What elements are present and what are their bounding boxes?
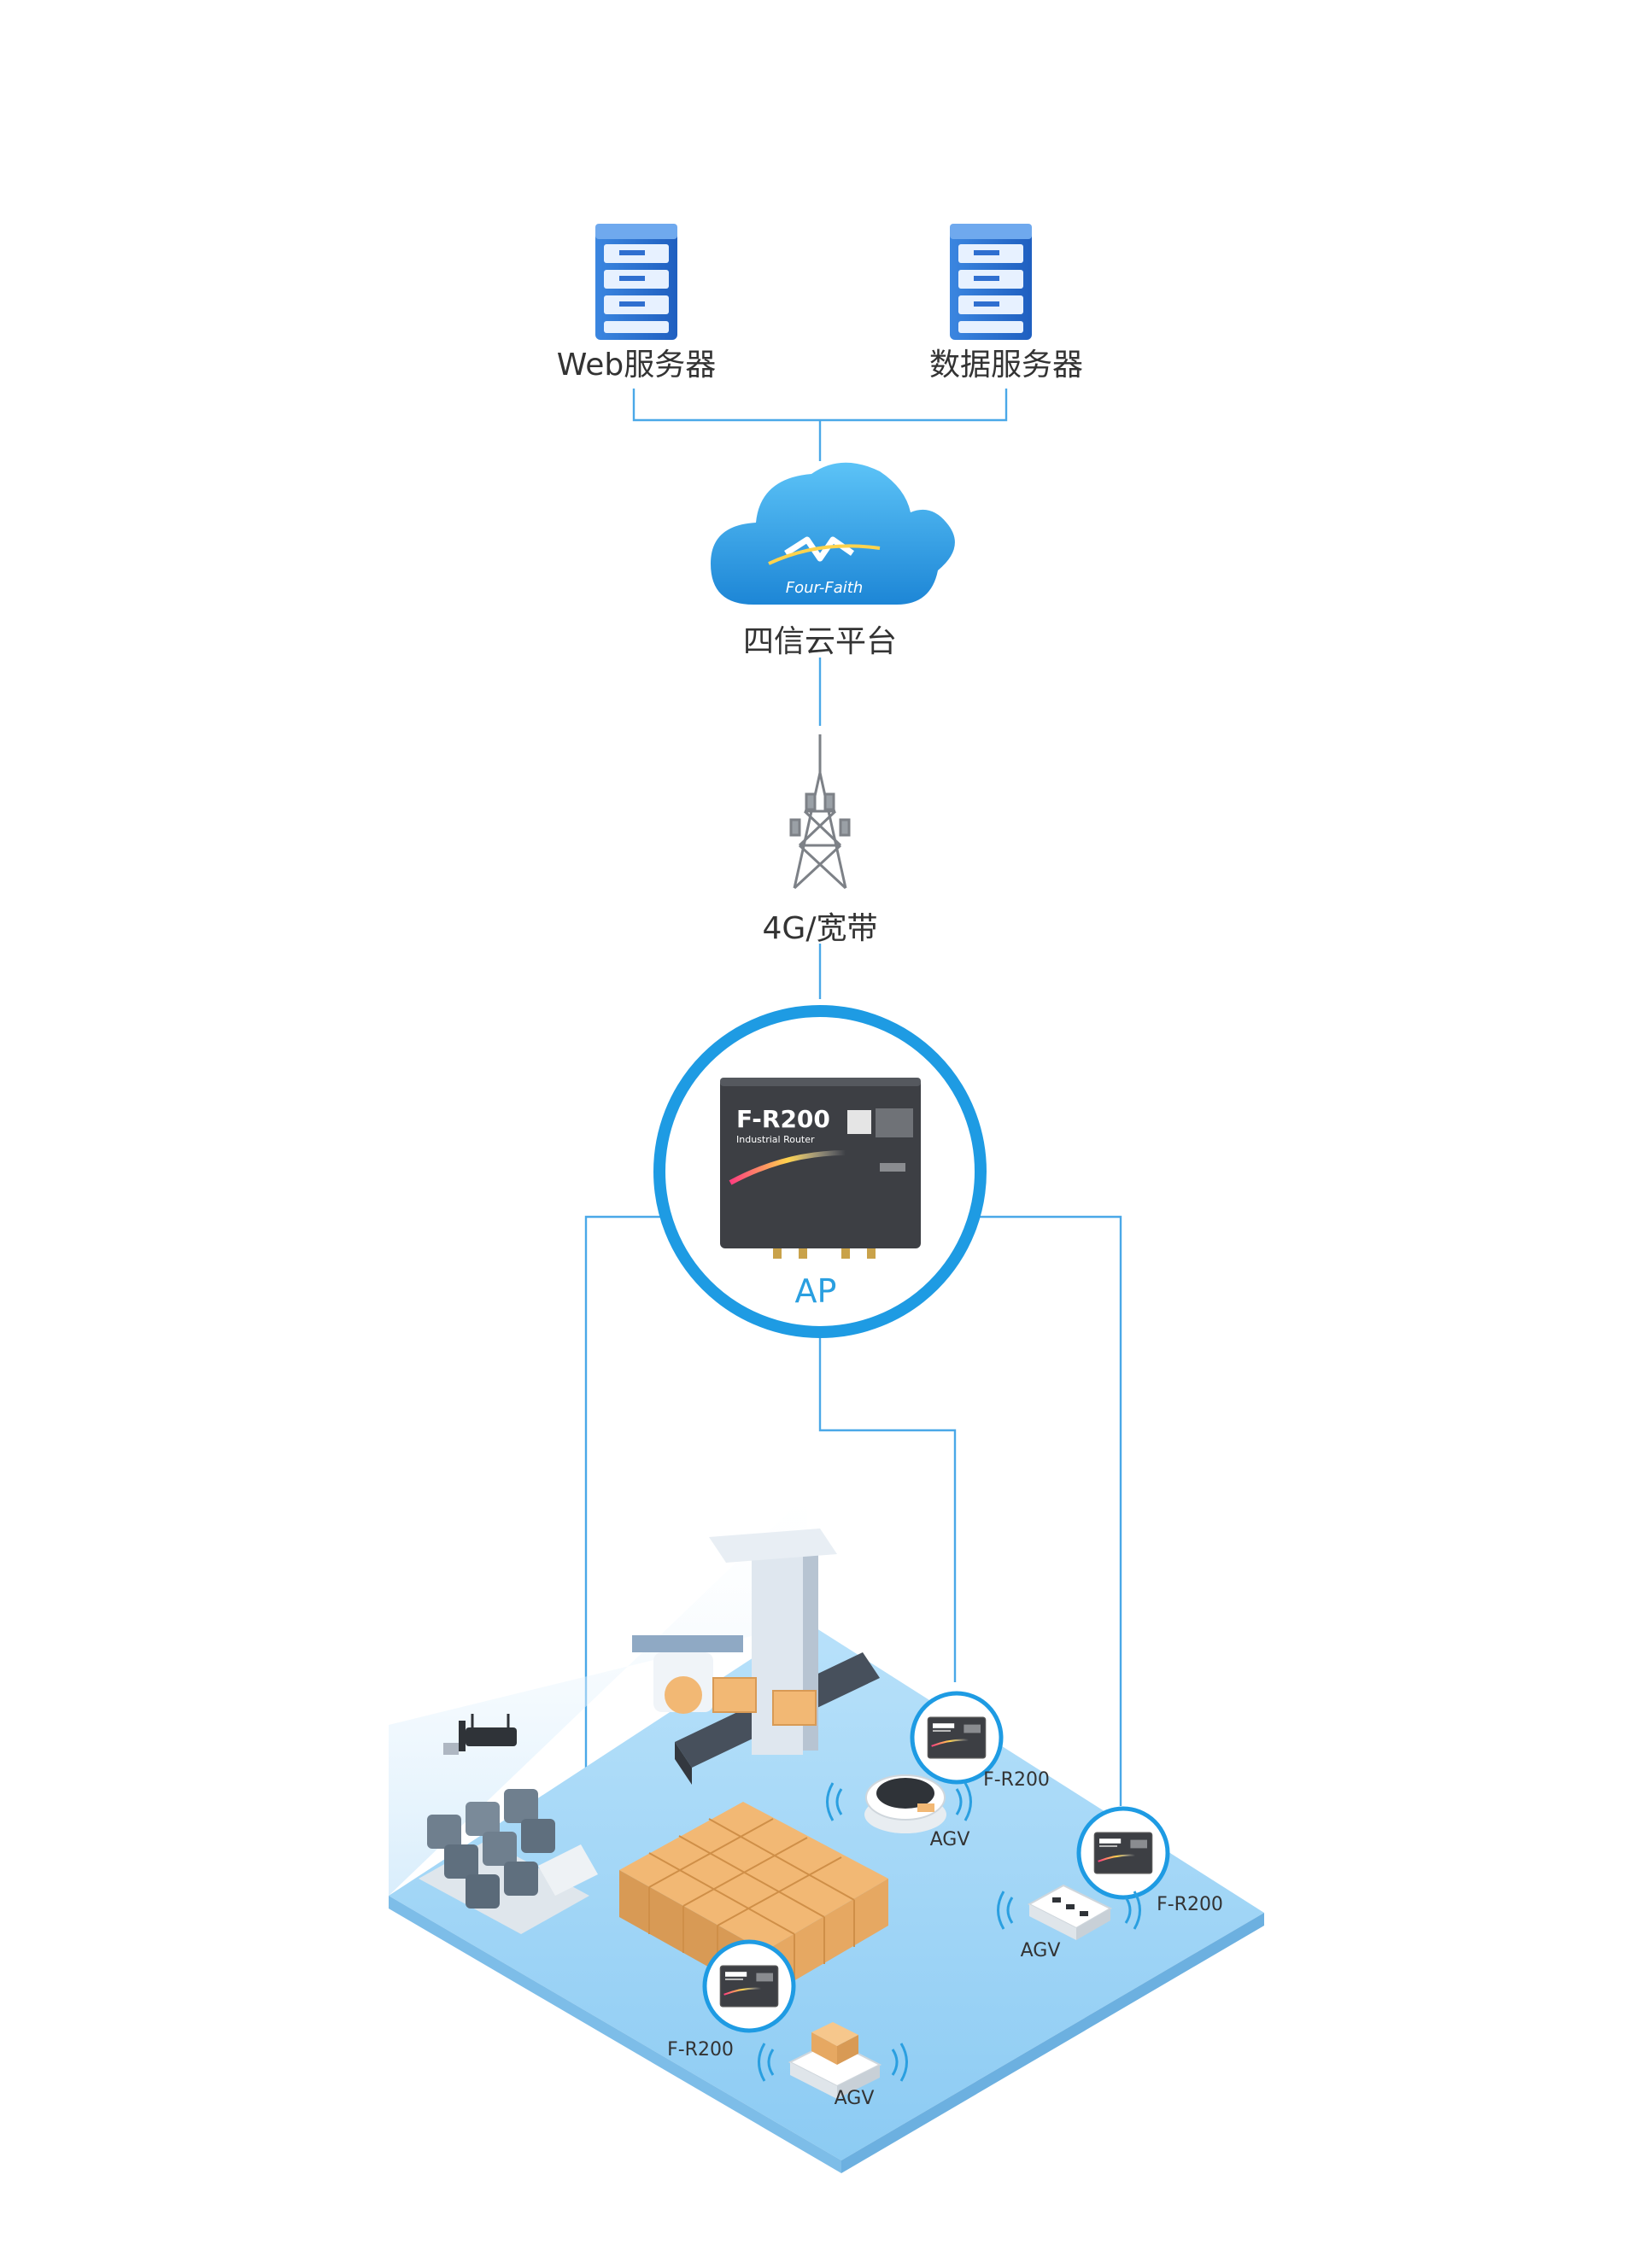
ap-router: F-R200 Industrial Router <box>653 1005 987 1338</box>
router-icon <box>927 1716 987 1759</box>
agv-icon <box>1027 1884 1113 1940</box>
gray-goods-stack <box>419 1789 598 1934</box>
wifi-icon <box>997 1891 1141 1930</box>
ap-device-model: F-R200 <box>736 1105 830 1133</box>
router-icon <box>719 1965 779 2008</box>
agv-icon <box>864 1774 946 1833</box>
tower-label: 4G/宽带 <box>762 911 878 946</box>
web-server-label: Web服务器 <box>556 348 717 383</box>
server-icon <box>595 224 677 340</box>
line-ap-mid-client <box>818 1328 957 1682</box>
router-icon <box>1093 1832 1153 1874</box>
server-icon <box>950 224 1032 340</box>
client-left <box>702 1939 908 2099</box>
client-left-agv-label: AGV <box>834 2088 875 2109</box>
client-mid-agv-label: AGV <box>929 1829 970 1850</box>
data-server-label: 数据服务器 <box>928 348 1084 383</box>
wifi-icon <box>826 1782 972 1821</box>
client-left-router-label: F-R200 <box>667 2039 734 2060</box>
cloud-logo-text: Four-Faith <box>786 579 864 597</box>
ap-device-subtitle: Industrial Router <box>736 1134 815 1145</box>
line-web-server <box>632 389 1008 422</box>
agv-icon <box>788 2022 882 2099</box>
client-right-router-label: F-R200 <box>1157 1894 1223 1915</box>
camera-icon <box>443 1714 517 1755</box>
tower-icon <box>789 734 851 890</box>
client-right-agv-label: AGV <box>1020 1940 1061 1961</box>
cloud-icon: Four-Faith <box>711 462 955 605</box>
cloud-platform-label: 四信云平台 <box>742 624 898 659</box>
line-ap-right-client <box>974 1215 1122 1806</box>
wifi-icon <box>758 2043 908 2082</box>
client-right <box>997 1806 1170 1940</box>
client-mid-router-label: F-R200 <box>983 1769 1050 1791</box>
client-mid <box>826 1691 1004 1833</box>
ap-label: AP <box>794 1272 837 1310</box>
gantry-robot <box>632 1529 880 1785</box>
